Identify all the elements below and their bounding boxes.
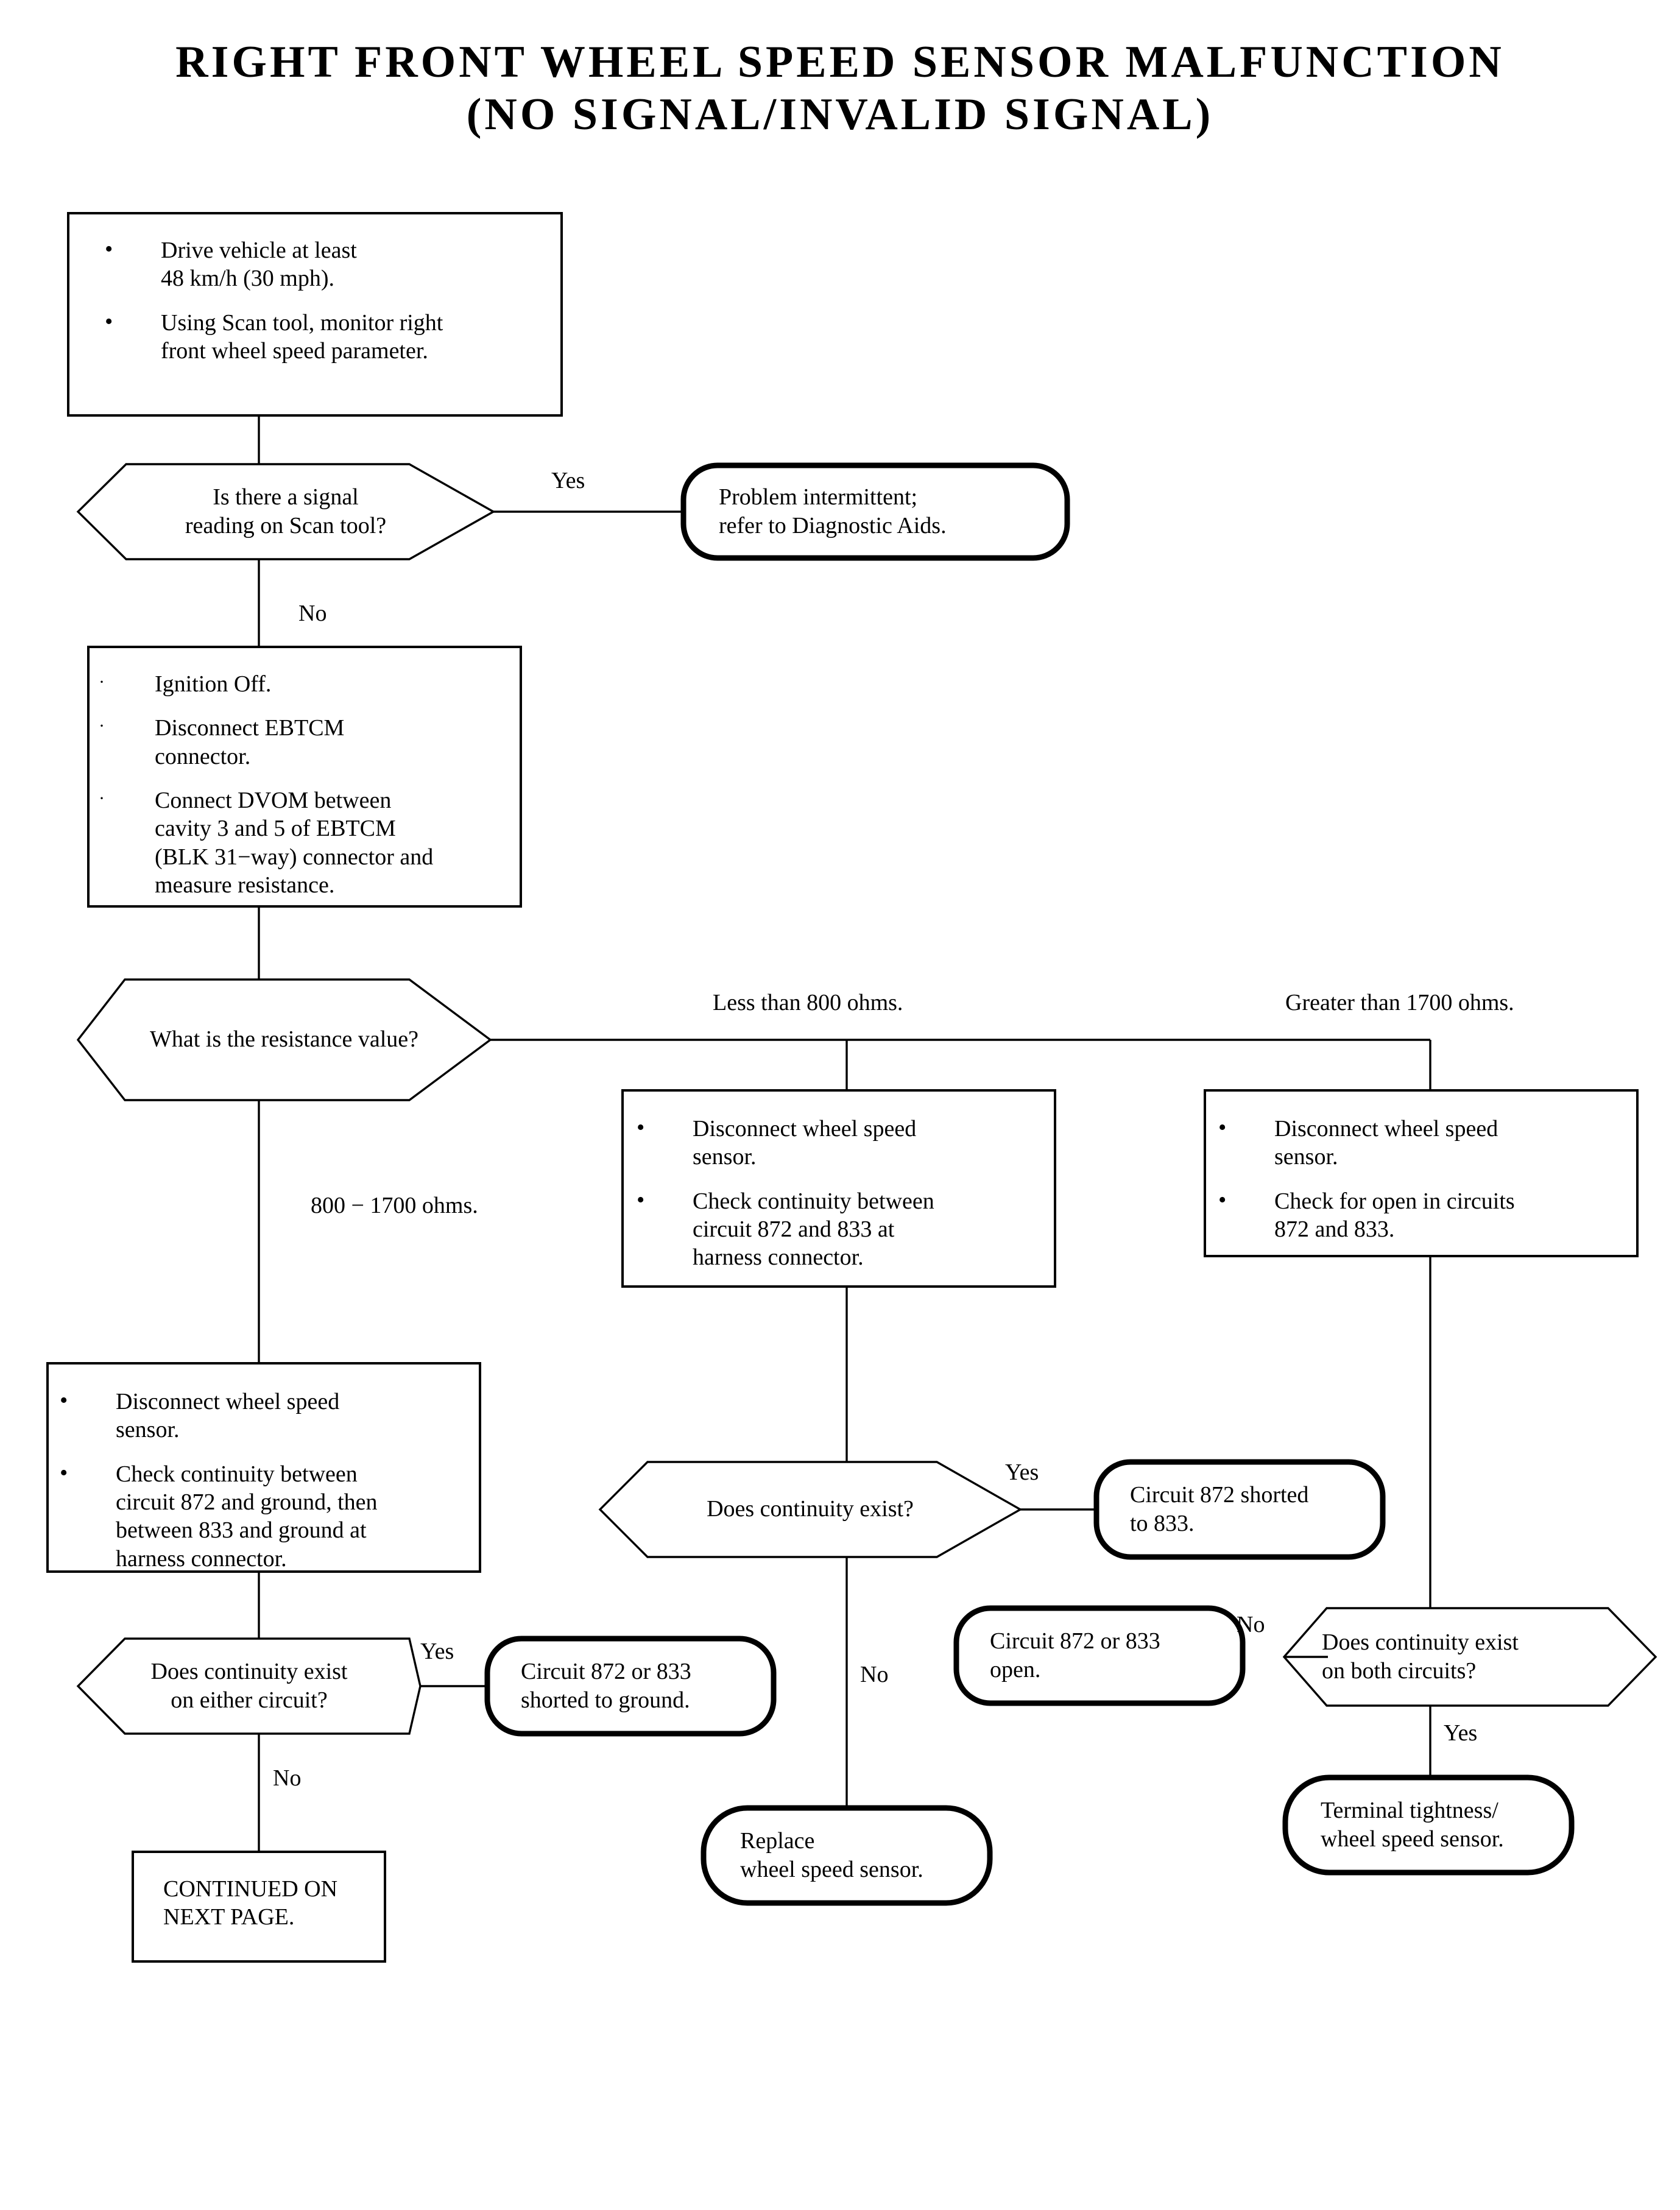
- shape-continuity-both-decision: [1282, 1607, 1657, 1707]
- edge-label-mid-yes: Yes: [1005, 1460, 1039, 1485]
- high-resistance-list: • Disconnect wheel speed sensor. • Check f…: [1218, 1115, 1639, 1243]
- shape-continuity-either-decision: [76, 1637, 422, 1735]
- ebtcm-process-list: · Ignition Off. · Disconnect EBTCM connect…: [99, 670, 525, 900]
- bullet-icon: •: [60, 1388, 68, 1413]
- shape-shorted-833-terminal: [1093, 1459, 1386, 1560]
- list-item: • Check continuity between circuit 872 an…: [637, 1187, 1057, 1272]
- continued-box-text: CONTINUED ON NEXT PAGE.: [163, 1876, 338, 1930]
- high-resistance-process-text: • Disconnect wheel speed sensor. • Check f…: [1218, 1115, 1639, 1243]
- bullet-icon: ·: [99, 788, 105, 809]
- list-item: · Ignition Off.: [99, 670, 525, 698]
- bullet-icon: •: [637, 1115, 645, 1140]
- edge-label-mid-no: No: [860, 1662, 889, 1687]
- list-item-label: Check for open in circuits 872 and 833.: [1274, 1188, 1515, 1243]
- list-item-label: Connect DVOM between cavity 3 and 5 of E…: [155, 788, 434, 898]
- edge-label-resistance-greater: Greater than 1700 ohms.: [1285, 990, 1514, 1015]
- shape-open-circuit-terminal: [953, 1605, 1246, 1706]
- shape-resistance-decision: [76, 978, 492, 1101]
- edge-label-both-no: No: [1237, 1612, 1265, 1637]
- shape-nominal-resistance-process: [46, 1362, 481, 1573]
- edge-label-signal-no: No: [298, 601, 327, 626]
- list-item: • Disconnect wheel speed sensor.: [60, 1388, 480, 1444]
- bullet-icon: •: [637, 1187, 645, 1213]
- edge-label-both-yes: Yes: [1444, 1720, 1478, 1746]
- list-item-label: Using Scan tool, monitor right front whe…: [161, 309, 443, 364]
- shape-high-resistance-process: [1204, 1089, 1639, 1257]
- list-item-label: Check continuity between circuit 872 and…: [693, 1188, 934, 1271]
- list-item: • Disconnect wheel speed sensor.: [637, 1115, 1057, 1171]
- bullet-icon: •: [1218, 1115, 1227, 1140]
- shape-ebtcm-process: [87, 646, 522, 908]
- list-item: • Disconnect wheel speed sensor.: [1218, 1115, 1639, 1171]
- shape-replace-sensor-terminal: [701, 1805, 993, 1906]
- shape-terminal-tightness-terminal: [1282, 1774, 1575, 1876]
- list-item: · Connect DVOM between cavity 3 and 5 of …: [99, 786, 525, 899]
- nominal-resistance-process-text: • Disconnect wheel speed sensor. • Check c…: [60, 1388, 480, 1573]
- shape-low-resistance-process: [621, 1089, 1056, 1288]
- edge-label-signal-yes: Yes: [551, 468, 585, 493]
- bullet-icon: •: [105, 308, 113, 334]
- start-process-list: • Drive vehicle at least 48 km/h (30 mph)…: [105, 236, 543, 365]
- bullet-icon: ·: [99, 672, 105, 692]
- list-item-label: Ignition Off.: [155, 671, 272, 697]
- list-item-label: Disconnect EBTCM connector.: [155, 715, 345, 769]
- list-item: • Check for open in circuits 872 and 833.: [1218, 1187, 1639, 1244]
- edge-label-either-no: No: [273, 1765, 302, 1791]
- bullet-icon: •: [1218, 1187, 1227, 1213]
- low-resistance-process-text: • Disconnect wheel speed sensor. • Check c…: [637, 1115, 1057, 1272]
- list-item: • Drive vehicle at least 48 km/h (30 mph)…: [105, 236, 543, 293]
- shape-intermittent-terminal: [680, 462, 1070, 561]
- list-item: · Disconnect EBTCM connector.: [99, 714, 525, 771]
- shape-start-process: [67, 212, 563, 417]
- start-process-text: • Drive vehicle at least 48 km/h (30 mph)…: [105, 236, 543, 365]
- list-item-label: Check continuity between circuit 872 and…: [116, 1461, 378, 1572]
- edge-label-resistance-less: Less than 800 ohms.: [713, 990, 903, 1015]
- list-item-label: Disconnect wheel speed sensor.: [1274, 1116, 1498, 1170]
- bullet-icon: •: [105, 236, 113, 262]
- bullet-icon: •: [60, 1460, 68, 1486]
- ebtcm-process-text: · Ignition Off. · Disconnect EBTCM connect…: [99, 670, 525, 900]
- list-item-label: Disconnect wheel speed sensor.: [116, 1389, 340, 1443]
- nominal-resistance-list: • Disconnect wheel speed sensor. • Check c…: [60, 1388, 480, 1573]
- list-item: • Using Scan tool, monitor right front wh…: [105, 309, 543, 365]
- list-item-label: Disconnect wheel speed sensor.: [693, 1116, 917, 1170]
- shape-continued-box: [132, 1851, 386, 1963]
- list-item: • Check continuity between circuit 872 an…: [60, 1460, 480, 1573]
- bullet-icon: ·: [99, 716, 105, 736]
- shape-continuity-mid-decision: [598, 1461, 1023, 1558]
- shape-shorted-ground-terminal: [484, 1636, 777, 1737]
- list-item-label: Drive vehicle at least 48 km/h (30 mph).: [161, 238, 357, 292]
- edge-label-resistance-nominal: 800 − 1700 ohms.: [311, 1193, 478, 1218]
- edge-label-either-yes: Yes: [420, 1639, 454, 1664]
- shape-signal-decision: [76, 463, 496, 560]
- low-resistance-list: • Disconnect wheel speed sensor. • Check c…: [637, 1115, 1057, 1272]
